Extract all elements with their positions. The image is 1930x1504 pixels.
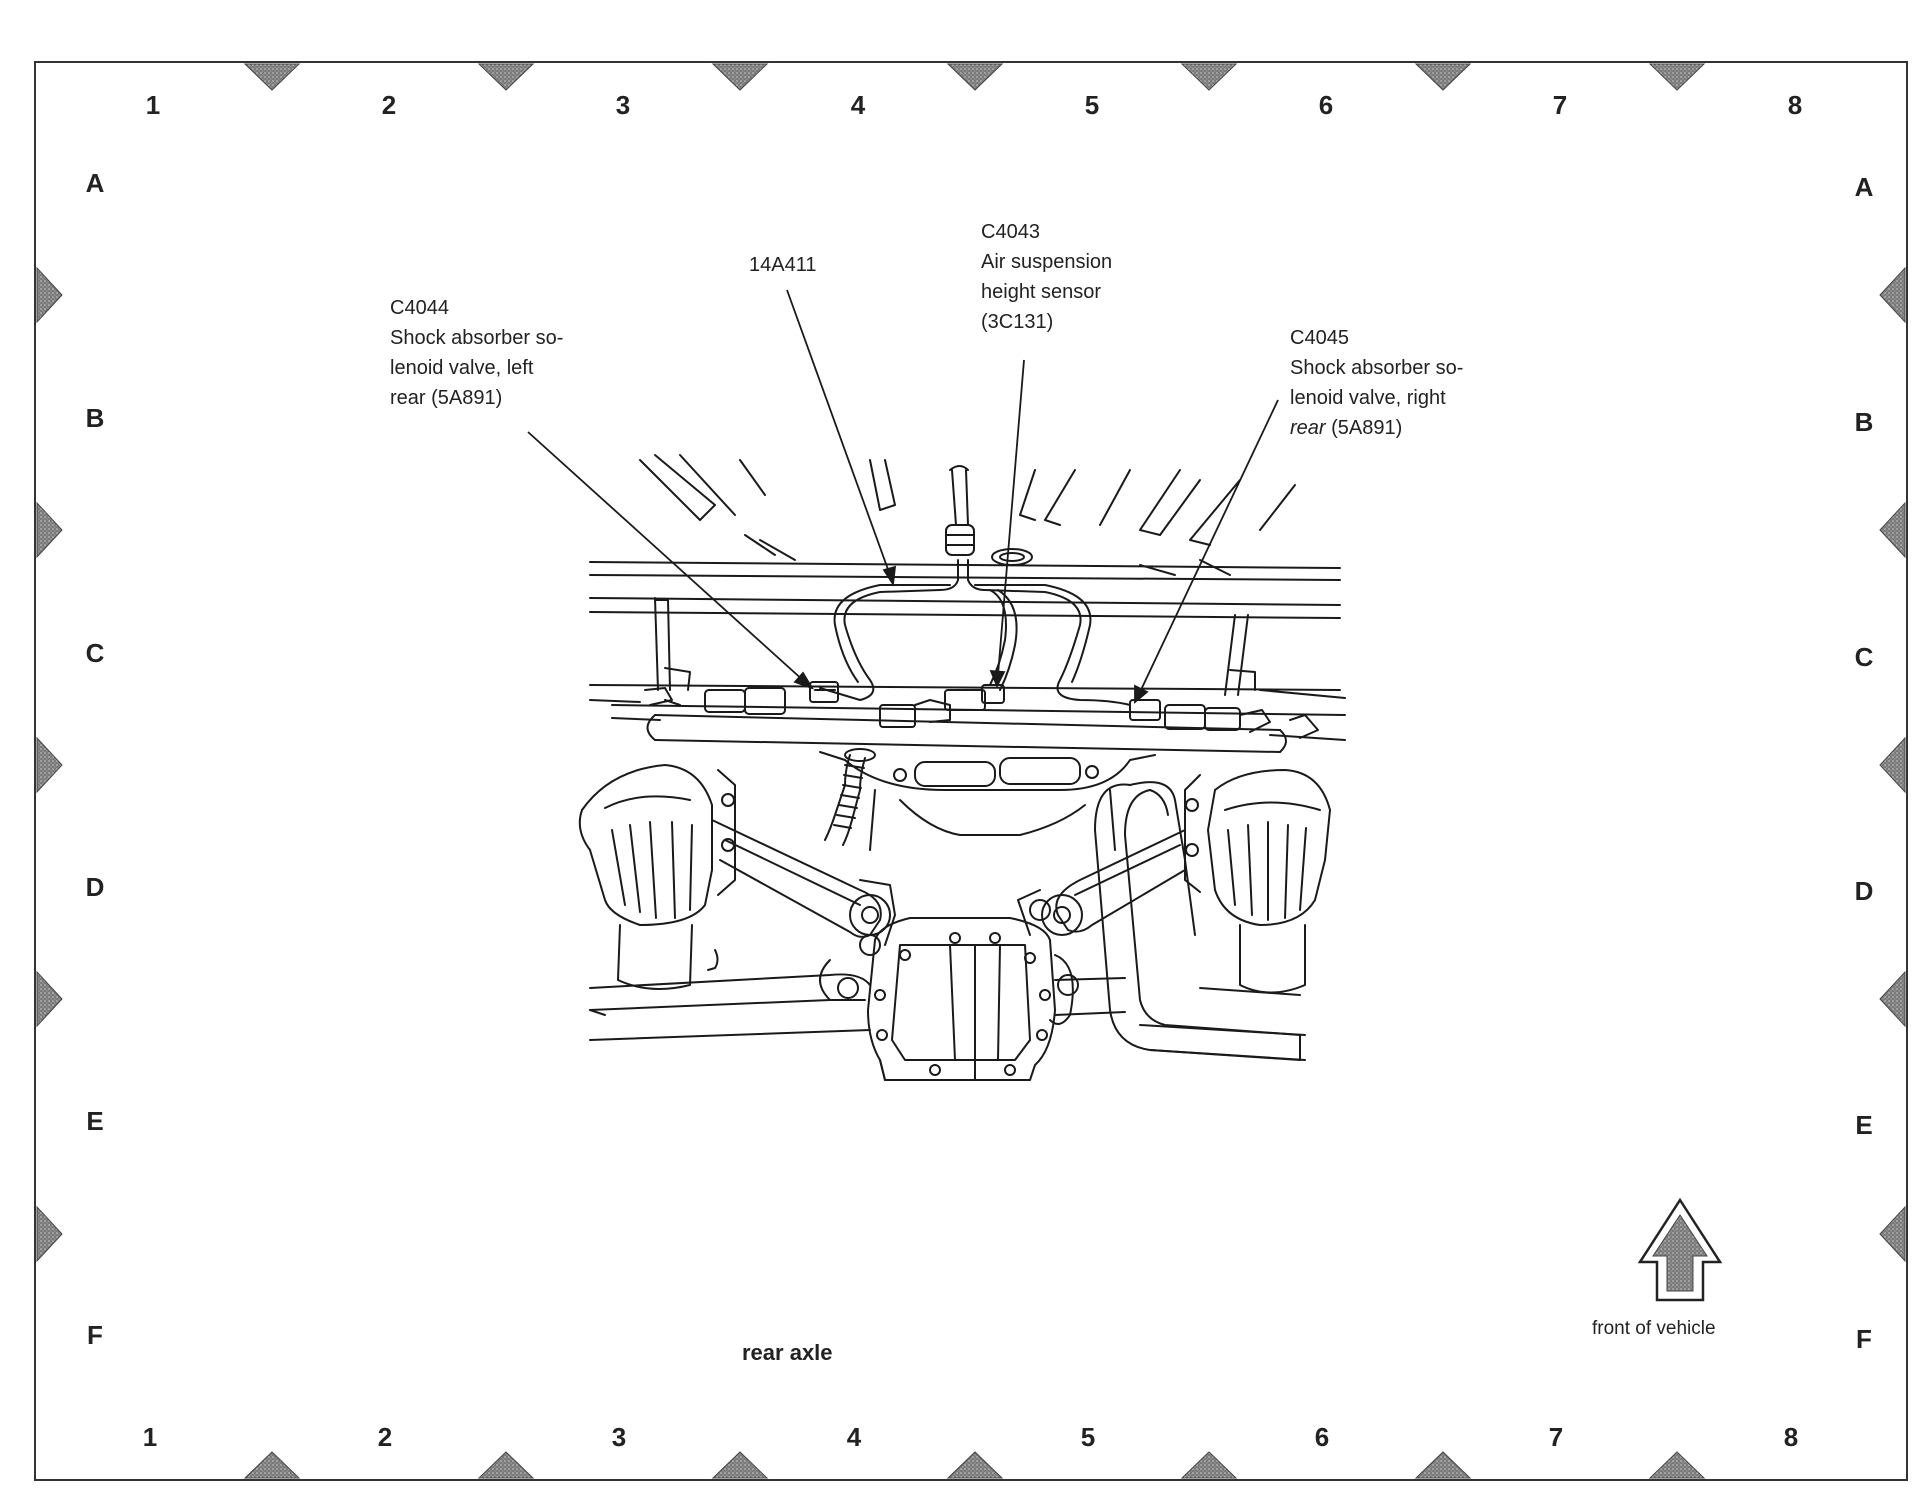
callout-text: Shock absorber so- (1290, 357, 1464, 379)
callout-c4044: C4044 Shock absorber so- lenoid valve, l… (390, 293, 563, 413)
grid-marker-top (1180, 63, 1238, 91)
diagram-caption: rear axle (742, 1340, 833, 1365)
grid-col-8: 8 (1787, 90, 1803, 120)
differential (589, 917, 1306, 1081)
grid-marker-right (1879, 501, 1906, 559)
grid-col-2: 2 (377, 1422, 393, 1452)
crossbar (611, 704, 1346, 753)
callout-text: Shock absorber so- (390, 327, 564, 349)
control-arms (711, 819, 1186, 956)
leader-arrowhead (989, 669, 1006, 689)
grid-col-6: 6 (1318, 90, 1334, 120)
grid-col-7: 7 (1548, 1422, 1564, 1452)
grid-marker-top (243, 63, 301, 91)
callout-text: (3C131) (981, 311, 1054, 333)
grid-row-c: C (85, 638, 105, 668)
grid-marker-bottom (243, 1451, 301, 1479)
grid-marker-bottom (711, 1451, 769, 1479)
grid-row-d: D (85, 872, 105, 902)
callout-text: Air suspension (981, 251, 1113, 273)
grid-col-3: 3 (615, 90, 631, 120)
grid-marker-bottom (1180, 1451, 1238, 1479)
sheet-border (34, 61, 1908, 1481)
left-air-spring (578, 764, 736, 990)
grid-marker-left (36, 736, 63, 794)
grid-marker-right (1879, 1205, 1906, 1263)
grid-marker-right (1879, 970, 1906, 1028)
leader-arrowhead (793, 671, 815, 690)
leader-c4043 (997, 359, 1025, 676)
connectors (644, 681, 1319, 739)
rear-suspension-illustration (578, 454, 1346, 1081)
grid-marker-bottom (1648, 1451, 1706, 1479)
grid-marker-left (36, 266, 63, 324)
callout-id: C4043 (981, 221, 1040, 243)
callout-text: lenoid valve, left (390, 357, 534, 379)
grid-marker-bottom (946, 1451, 1004, 1479)
grid-row-d: D (1854, 876, 1874, 906)
grid-col-8: 8 (1783, 1422, 1799, 1452)
grid-col-1: 1 (145, 90, 161, 120)
frame-rails (589, 561, 1346, 703)
callout-c4043: C4043 Air suspension height sensor (3C13… (981, 217, 1112, 337)
coiled-hose (824, 748, 876, 846)
right-air-spring (1184, 769, 1331, 994)
leader-c4044 (527, 431, 806, 683)
grid-marker-left (36, 501, 63, 559)
callout-text-italic: rear (1290, 417, 1326, 439)
grid-col-5: 5 (1080, 1422, 1096, 1452)
callout-text: lenoid valve, right (1290, 387, 1446, 409)
callout-text: height sensor (981, 281, 1102, 303)
grid-marker-bottom (1414, 1451, 1472, 1479)
grid-row-f: F (87, 1320, 103, 1350)
grid-col-4: 4 (846, 1422, 862, 1452)
exhaust-pipe (1094, 781, 1301, 1061)
callout-text: rear (5A891) (390, 387, 503, 409)
grid-row-a: A (85, 168, 105, 198)
front-of-vehicle-label: front of vehicle (1592, 1318, 1716, 1339)
grid-marker-top (946, 63, 1004, 91)
callout-id: 14A411 (749, 254, 817, 276)
leader-lines (527, 289, 1279, 704)
grid-row-e: E (1855, 1110, 1873, 1140)
grid-row-b: B (85, 403, 105, 433)
grid-row-c: C (1854, 642, 1874, 672)
grid-col-3: 3 (611, 1422, 627, 1452)
grid-marker-left (36, 970, 63, 1028)
callout-id: C4045 (1290, 327, 1349, 349)
grid-marker-top (1414, 63, 1472, 91)
grid-row-a: A (1854, 172, 1874, 202)
grid-row-f: F (1856, 1324, 1872, 1354)
grid-row-b: B (1854, 407, 1874, 437)
grid-col-2: 2 (381, 90, 397, 120)
grid-marker-right (1879, 736, 1906, 794)
grid-marker-top (711, 63, 769, 91)
leader-arrowhead (882, 565, 897, 587)
callout-text-line3: rear (5A891) (1290, 413, 1463, 443)
grid-marker-top (477, 63, 535, 91)
grid-marker-right (1879, 266, 1906, 324)
callout-c4045: C4045 Shock absorber so- lenoid valve, r… (1290, 323, 1463, 443)
leader-c4045 (1139, 399, 1279, 693)
grid-markers (36, 63, 1906, 1479)
grid-col-6: 6 (1314, 1422, 1330, 1452)
grid-col-1: 1 (142, 1422, 158, 1452)
leader-14a411 (786, 289, 891, 576)
grid-row-e: E (86, 1106, 104, 1136)
callout-text: (5A891) (1325, 417, 1403, 439)
grid-marker-bottom (477, 1451, 535, 1479)
leader-arrowhead (1134, 684, 1149, 704)
grid-col-7: 7 (1552, 90, 1568, 120)
grid-col-5: 5 (1084, 90, 1100, 120)
grid-marker-top (1648, 63, 1706, 91)
height-sensor-post (945, 465, 1033, 566)
center-crossmember (819, 751, 1156, 851)
grid-col-4: 4 (850, 90, 866, 120)
callout-id: C4044 (390, 297, 449, 319)
up-arrow-icon (1637, 1197, 1723, 1302)
wiring-harness (819, 559, 1131, 706)
callout-14a411: 14A411 (749, 250, 816, 280)
grid-marker-left (36, 1205, 63, 1263)
